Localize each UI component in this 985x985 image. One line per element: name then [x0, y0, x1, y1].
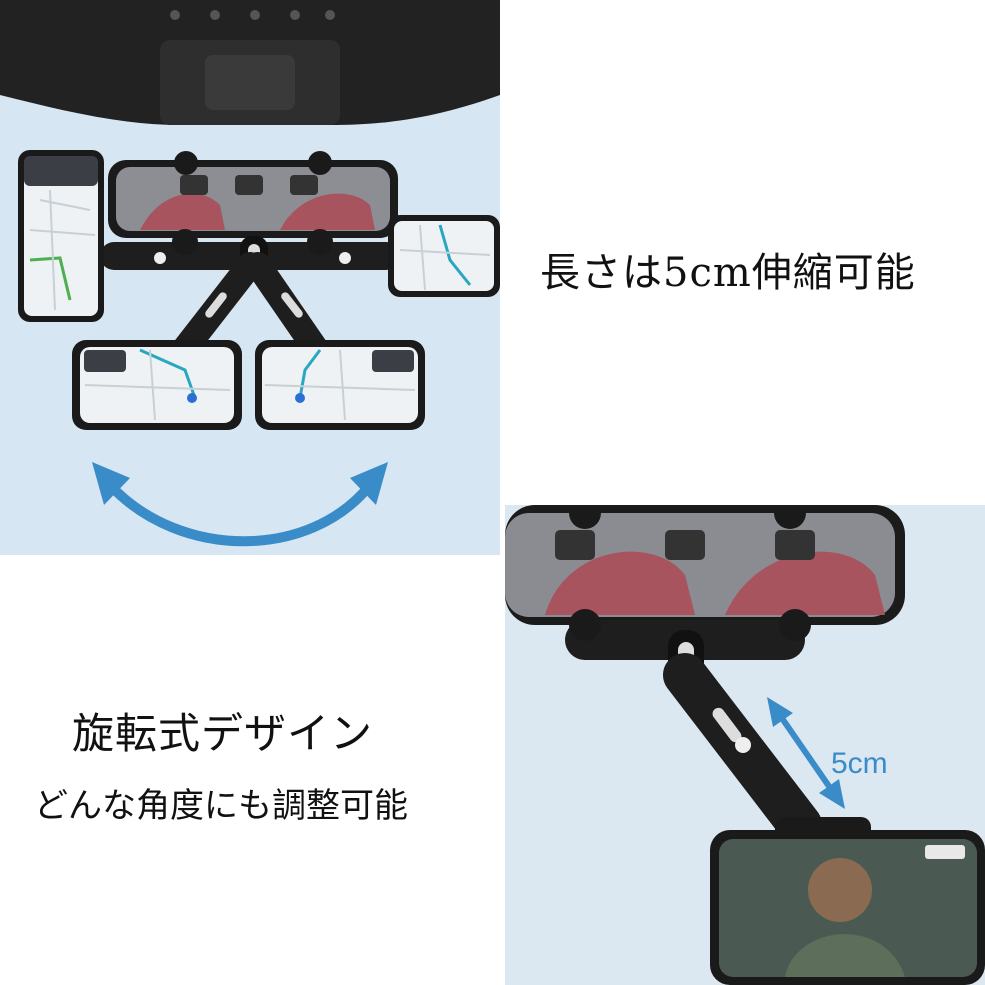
ceiling-button-4: [290, 10, 300, 20]
extension-arm-slot: [712, 707, 742, 743]
mirror-headrest-2: [665, 530, 705, 560]
mirror-seat-right-large: [725, 551, 885, 615]
mirror-headrest-right: [290, 175, 318, 195]
rotation-arrow-head-left: [92, 462, 130, 505]
rotation-arrow-head-right: [350, 462, 388, 505]
mount-knob-right-large: [779, 609, 811, 641]
phone-horizontal-right: [388, 215, 500, 297]
mount-dot-right: [339, 252, 351, 264]
extension-illustration: 5cm: [505, 505, 985, 985]
video-person-head: [808, 858, 872, 922]
mirror-seat-right: [280, 193, 375, 230]
phone-horizontal-bottom-left: [72, 340, 242, 430]
rotation-title: 旋転式デザイン: [72, 709, 374, 758]
video-person-body: [785, 934, 905, 977]
ceiling-button-3: [250, 10, 260, 20]
ceiling-button-1: [170, 10, 180, 20]
measure-arrow-head-top: [767, 697, 793, 727]
mirror-clamp-left: [174, 151, 198, 175]
measure-arrow-head-bottom: [819, 779, 845, 809]
mirror-clamp-top-left: [569, 505, 601, 529]
mount-knob-left: [172, 229, 198, 255]
mirror-clamp-right: [308, 151, 332, 175]
mirror-seat-left: [140, 193, 225, 230]
ceiling-button-5: [325, 10, 335, 20]
mirror-headrest-1: [555, 530, 595, 560]
phone-vertical-left: [18, 150, 104, 322]
extension-arm-dot: [735, 737, 751, 753]
mount-dot-left: [154, 252, 166, 264]
mirror-clamp-top-right: [774, 505, 806, 529]
length-caption: 長さは5cm伸縮可能: [540, 250, 916, 296]
rotation-illustration: [0, 0, 500, 555]
measure-arrow-line: [774, 709, 838, 797]
rotation-arrow-arc: [105, 480, 375, 547]
arm-left-slot: [205, 292, 227, 318]
phone-horizontal-bottom-right: [255, 340, 425, 430]
video-app-logo: [925, 845, 965, 859]
measure-label: 5cm: [831, 747, 888, 780]
mirror-seat-left-large: [545, 551, 695, 615]
overhead-button-panel: [205, 55, 295, 110]
extension-scene: [505, 505, 985, 985]
arm-right-slot: [281, 292, 303, 318]
mount-knob-left-large: [569, 609, 601, 641]
mirror-headrest-3: [775, 530, 815, 560]
rotation-subtitle: どんな角度にも調整可能: [34, 786, 408, 826]
mirror-headrest-center: [235, 175, 263, 195]
mount-knob-right: [307, 229, 333, 255]
mirror-headrest-left: [180, 175, 208, 195]
rotation-scene: [0, 0, 500, 547]
ceiling-button-2: [210, 10, 220, 20]
